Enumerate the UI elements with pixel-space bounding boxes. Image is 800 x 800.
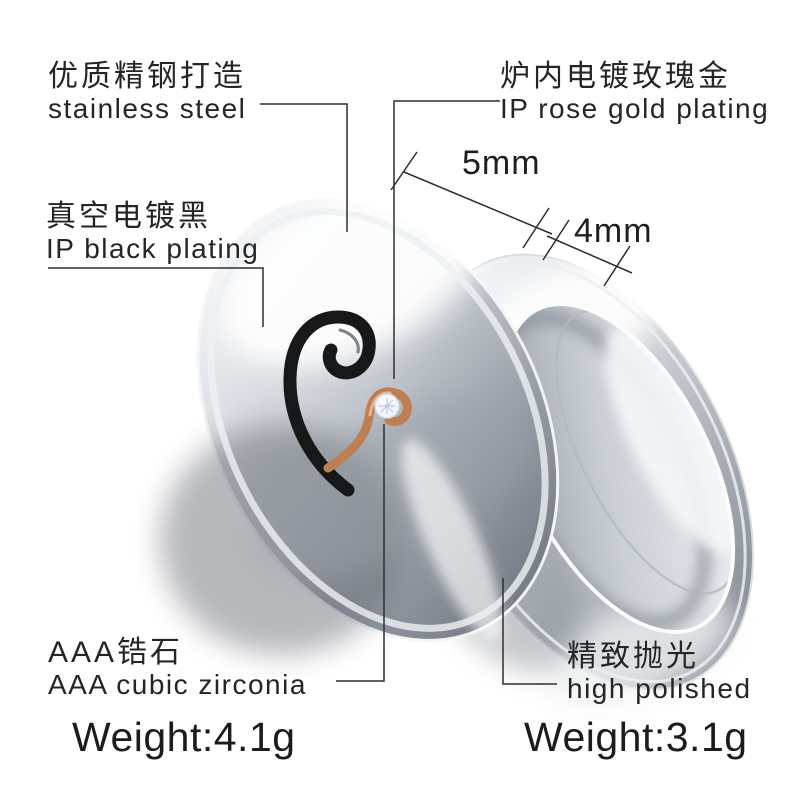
label-rose-gold-plating-en: IP rose gold plating xyxy=(500,93,770,124)
callout-line-rose-gold xyxy=(393,100,500,379)
dimension-lines xyxy=(390,151,633,287)
black-heart-motif xyxy=(283,310,376,497)
dimension-4mm-line xyxy=(542,219,633,287)
callout-line-stainless xyxy=(260,103,348,232)
rose-gold-heart-motif xyxy=(323,387,412,473)
dimension-4mm-text: 4mm xyxy=(574,212,653,250)
zirconia-stone xyxy=(374,393,400,419)
dimension-5mm-text: 5mm xyxy=(462,144,541,182)
dimension-5mm-line xyxy=(390,151,553,249)
callout-line-zirconia xyxy=(336,424,385,682)
label-black-plating-zh: 真空电镀黑 xyxy=(46,200,211,233)
label-stainless-steel: 优质精钢打造 stainless steel xyxy=(48,60,246,124)
label-high-polished: 精致抛光 high polished xyxy=(567,640,752,704)
label-stainless-steel-en: stainless steel xyxy=(48,93,247,124)
callout-line-black-plating xyxy=(48,267,264,327)
weight-right-ring: Weight:3.1g xyxy=(524,714,748,760)
label-stainless-steel-zh: 优质精钢打造 xyxy=(48,60,246,93)
label-black-plating: 真空电镀黑 IP black plating xyxy=(46,200,259,264)
weight-left-ring: Weight:4.1g xyxy=(72,714,296,760)
label-rose-gold-plating: 炉内电镀玫瑰金 IP rose gold plating xyxy=(500,60,769,124)
label-cubic-zirconia-en: AAA cubic zirconia xyxy=(48,669,307,700)
label-cubic-zirconia-zh: AAA锆石 xyxy=(48,636,184,669)
label-high-polished-en: high polished xyxy=(567,673,752,704)
label-rose-gold-plating-zh: 炉内电镀玫瑰金 xyxy=(500,60,731,93)
label-black-plating-en: IP black plating xyxy=(46,233,260,264)
label-high-polished-zh: 精致抛光 xyxy=(567,640,699,673)
callout-lines xyxy=(48,100,557,685)
label-cubic-zirconia: AAA锆石 AAA cubic zirconia xyxy=(48,636,307,700)
callout-line-polished xyxy=(502,578,557,685)
